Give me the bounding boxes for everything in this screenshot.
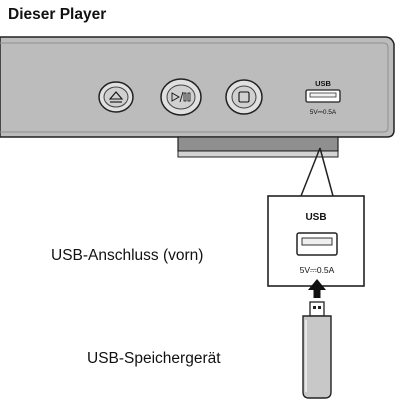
eject-icon xyxy=(108,91,124,100)
play-pause-button[interactable] xyxy=(160,78,202,116)
stop-button[interactable] xyxy=(225,79,263,115)
player-usb-rating: 5V⎓0.5A xyxy=(310,109,337,116)
usb-port-front-label: USB-Anschluss (vorn) xyxy=(51,247,204,264)
insert-arrow-icon xyxy=(308,279,326,298)
player-usb-label: USB xyxy=(315,79,331,88)
usb-storage-device-label: USB-Speichergerät xyxy=(87,350,221,367)
eject-button[interactable] xyxy=(98,81,134,113)
zoom-callout-lines xyxy=(300,147,334,197)
player-usb-port[interactable]: USB 5V⎓0.5A xyxy=(305,79,341,116)
usb-stick-icon xyxy=(302,301,332,399)
stop-icon xyxy=(238,91,250,103)
detail-usb-rating: 5V⎓0.5A xyxy=(300,265,335,275)
play-icon xyxy=(171,92,180,102)
detail-usb-label: USB xyxy=(305,212,326,223)
diagram-title: Dieser Player xyxy=(8,6,107,23)
pause-icon xyxy=(183,92,187,102)
usb-port-detail: USB 5V⎓0.5A xyxy=(267,195,365,287)
